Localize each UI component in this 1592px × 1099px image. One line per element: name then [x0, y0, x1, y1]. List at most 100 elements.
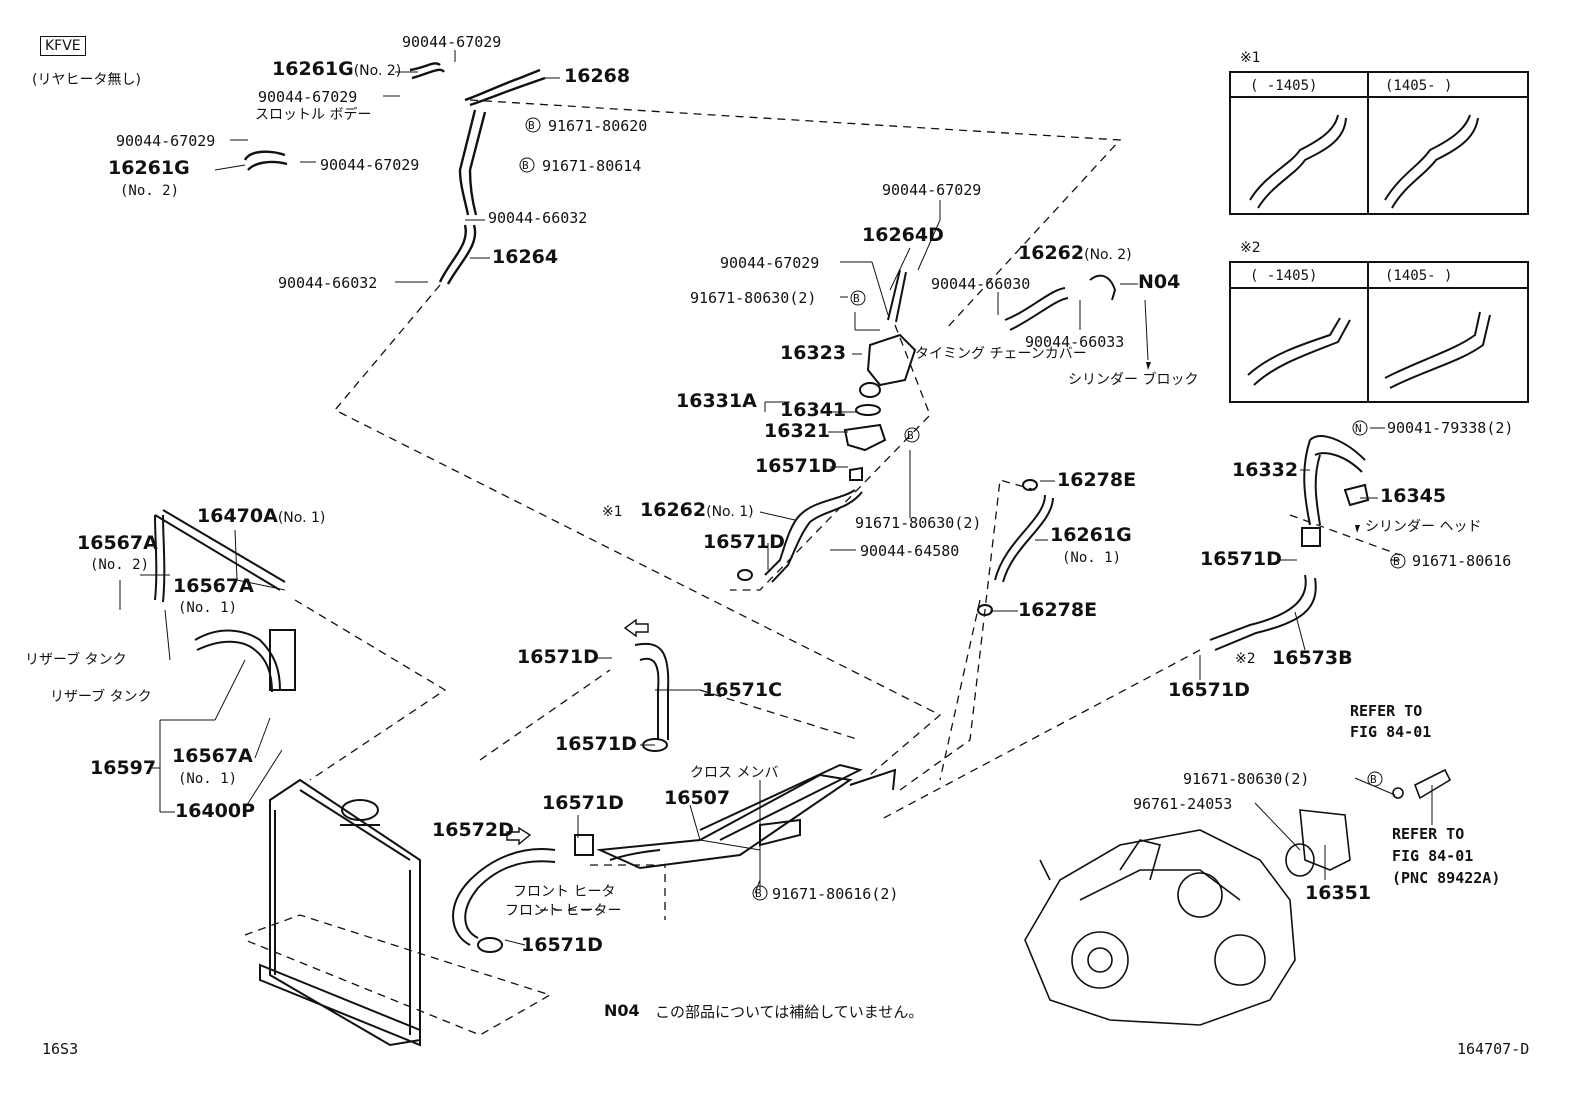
- label-16571d-f: 16571D: [555, 733, 637, 755]
- inset-2-col2: (1405- ): [1385, 268, 1453, 284]
- label-refer-to-2a: REFER TO: [1392, 825, 1465, 843]
- label-refer-to-2b: FIG 84-01: [1392, 847, 1474, 865]
- label-16572d: 16572D: [432, 819, 514, 841]
- label-16571d-a: 16571D: [755, 455, 837, 477]
- label-n04-top: N04: [1138, 271, 1181, 293]
- leader-lines: [119, 50, 1433, 946]
- cross-member-pipe-16507: [574, 763, 897, 870]
- label-refer-to-2c: (PNC 89422A): [1392, 869, 1501, 887]
- label-90044-67029-c: 90044-67029: [882, 181, 982, 199]
- hollow-arrows: [506, 618, 649, 846]
- inset-1-col2: (1405- ): [1385, 78, 1453, 94]
- label-90044-67029-right: 90044-67029: [320, 156, 420, 174]
- label-16571d-d: 16571D: [1168, 679, 1250, 701]
- label-91671-80630-2-b: 91671-80630(2): [855, 514, 982, 532]
- label-90044-67029-left: 90044-67029: [116, 132, 216, 150]
- label-90044-66032-b: 90044-66032: [278, 274, 378, 292]
- b-mark-5: B: [1393, 555, 1400, 568]
- label-16567a-no1-a-suffix: (No. 1): [178, 600, 238, 616]
- label-refer-to-1b: FIG 84-01: [1350, 723, 1432, 741]
- label-16571d-b: 16571D: [703, 531, 785, 553]
- label-16261g-no2-left: 16261G: [108, 157, 190, 179]
- hose-16332-16573b: [1209, 435, 1370, 651]
- label-cross-member: クロス メンバ: [690, 765, 779, 781]
- label-16278e-a: 16278E: [1057, 469, 1137, 491]
- engine-code-box: KFVE: [40, 36, 86, 56]
- label-16351: 16351: [1305, 882, 1372, 904]
- label-16571d-c: 16571D: [1200, 548, 1282, 570]
- label-refer-to-1a: REFER TO: [1350, 702, 1423, 720]
- label-16567a-no1-a: 16567A: [173, 575, 254, 597]
- label-16470a: 16470A(No. 1): [197, 505, 326, 527]
- label-16345: 16345: [1380, 485, 1447, 507]
- label-16573b: 16573B: [1272, 647, 1353, 669]
- label-91671-80630-2-c: 91671-80630(2): [1183, 770, 1310, 788]
- label-16567a-no1-b: 16567A: [172, 745, 253, 767]
- label-16268: 16268: [564, 65, 631, 87]
- b-mark-1: B: [528, 119, 535, 132]
- label-16262-no1: 16262(No. 1): [640, 499, 754, 521]
- label-reserve-tank-2: リザーブ タンク: [50, 689, 152, 705]
- label-n04-note-text: この部品については補給していません。: [655, 1003, 924, 1021]
- center-heater-hoses: [452, 642, 670, 953]
- b-mark-7: B: [1370, 773, 1377, 786]
- label-16567a-no1-b-suffix: (No. 1): [178, 771, 238, 787]
- label-16507: 16507: [664, 787, 731, 809]
- label-90044-66033: 90044-66033: [1025, 333, 1125, 351]
- label-16571d-e: 16571D: [517, 646, 599, 668]
- label-16567a-no2: 16567A: [77, 532, 158, 554]
- label-throttle-body: スロットル ボデー: [255, 107, 372, 123]
- label-16567a-no2-suffix: (No. 2): [90, 557, 150, 573]
- label-16262-no2: 16262(No. 2): [1018, 242, 1132, 264]
- footer-left-code: 16S3: [42, 1040, 79, 1058]
- water-outlet-cluster: [737, 269, 1117, 583]
- label-16571d-g: 16571D: [542, 792, 624, 814]
- label-91671-80630-2-a: 91671-80630(2): [690, 289, 817, 307]
- label-16400p: 16400P: [175, 800, 256, 822]
- label-16261g-no2-top: 16261G(No. 2): [272, 58, 402, 80]
- b-mark-6: B: [755, 887, 762, 900]
- label-16261g-no1-suffix: (No. 1): [1062, 550, 1122, 566]
- inset-mark-2: ※2: [1240, 240, 1261, 256]
- upper-pipe-assembly: [243, 62, 546, 285]
- label-16323: 16323: [780, 342, 847, 364]
- label-cylinder-block: シリンダー ブロック: [1068, 372, 1199, 388]
- label-16341: 16341: [780, 399, 847, 421]
- label-front-heater-1: フロント ヒータ: [513, 884, 616, 900]
- label-cylinder-head: シリンダー ヘッド: [1365, 519, 1482, 535]
- label-96761-24053: 96761-24053: [1133, 795, 1233, 813]
- label-16261g-no2-left-suffix: (No. 2): [120, 183, 180, 199]
- label-mark-1-inline: ※1: [602, 504, 623, 520]
- label-16332: 16332: [1232, 459, 1299, 481]
- label-90044-67029-mid: 90044-67029: [258, 88, 358, 106]
- n-mark: N: [1355, 422, 1362, 435]
- label-16571d-h: 16571D: [521, 934, 603, 956]
- b-mark-2: B: [522, 159, 529, 172]
- label-90044-67029-d: 90044-67029: [720, 254, 820, 272]
- label-90044-66030: 90044-66030: [931, 275, 1031, 293]
- inset-table-borders: [1229, 71, 1529, 403]
- engine-assembly-illustration: [1024, 768, 1452, 1026]
- direction-arrows: [1146, 362, 1360, 533]
- circled-mark-outlines: [519, 117, 1406, 901]
- label-front-heater-2: フロント ヒーター: [505, 903, 622, 919]
- label-reserve-tank-1: リザーブ タンク: [25, 652, 127, 668]
- label-91671-80614: 91671-80614: [542, 157, 642, 175]
- hose-16261g-no1: [977, 479, 1054, 616]
- label-16331a: 16331A: [676, 390, 757, 412]
- inset-1-col1: ( -1405): [1250, 78, 1318, 94]
- label-16278e-b: 16278E: [1018, 599, 1098, 621]
- label-16321: 16321: [764, 420, 831, 442]
- label-90044-64580: 90044-64580: [860, 542, 960, 560]
- label-mark-2-inline: ※2: [1235, 651, 1256, 667]
- label-16571c: 16571C: [702, 679, 783, 701]
- footer-right-code: 164707-D: [1457, 1040, 1530, 1058]
- label-90044-67029-top: 90044-67029: [402, 33, 502, 51]
- label-16597: 16597: [90, 757, 157, 779]
- label-91671-80616: 91671-80616: [1412, 552, 1512, 570]
- label-16264d: 16264D: [862, 224, 944, 246]
- inset-mark-1: ※1: [1240, 50, 1261, 66]
- label-timing-chain-cover: タイミング チェーンカバー: [915, 346, 1087, 362]
- left-reserve-hoses: [154, 509, 296, 693]
